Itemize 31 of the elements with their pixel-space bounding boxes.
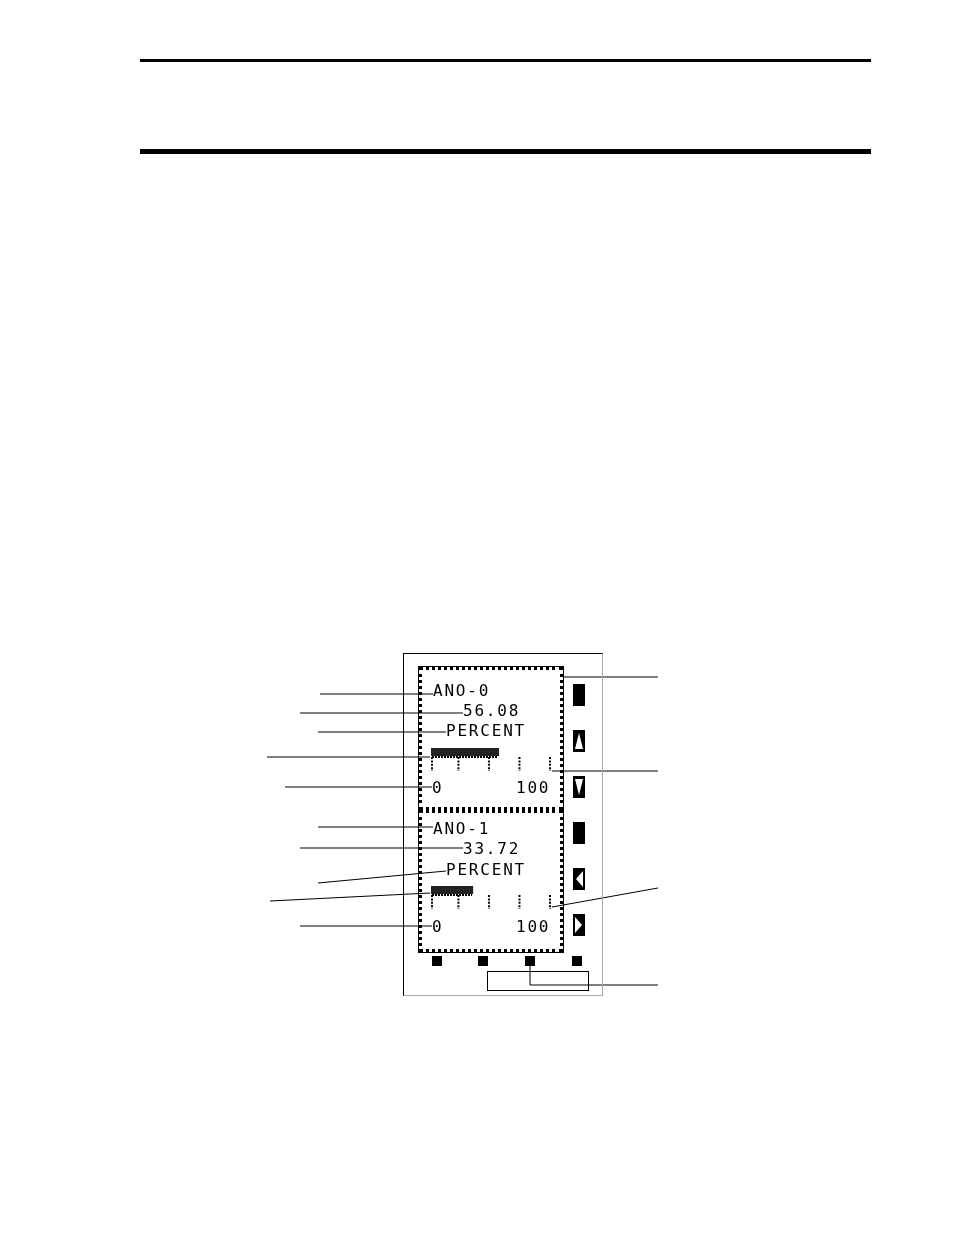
leader-line (319, 693, 434, 695)
leader-line (299, 925, 433, 927)
display-window (419, 810, 563, 952)
leader-line (317, 870, 447, 884)
leader-line (551, 887, 659, 908)
channel-name: ANO-0 (433, 683, 491, 699)
channel-name: ANO-1 (433, 821, 491, 837)
leader-line (284, 786, 433, 788)
scale-maximum: 100 (516, 919, 551, 935)
leader-line (266, 756, 431, 758)
soft-key-icon (525, 956, 535, 966)
bar-graph (430, 885, 552, 910)
leader-line (299, 712, 464, 714)
unit-label: PERCENT (446, 723, 527, 739)
unit-label: PERCENT (446, 862, 527, 878)
scale-minimum: 0 (432, 919, 444, 935)
display-window (419, 667, 563, 810)
leader-line (317, 731, 447, 733)
leader-line (563, 676, 659, 678)
reading-value: 33.72 (463, 841, 521, 857)
bar-graph (430, 747, 552, 772)
reading-value: 56.08 (463, 703, 521, 719)
leader-line (529, 965, 659, 986)
scale-maximum: 100 (516, 780, 551, 796)
leader-line (551, 770, 659, 772)
leader-line (269, 892, 431, 902)
label-window (487, 971, 589, 991)
scale-minimum: 0 (432, 780, 444, 796)
leader-line (299, 847, 464, 849)
leader-line (317, 826, 434, 828)
display-screen (418, 666, 564, 953)
